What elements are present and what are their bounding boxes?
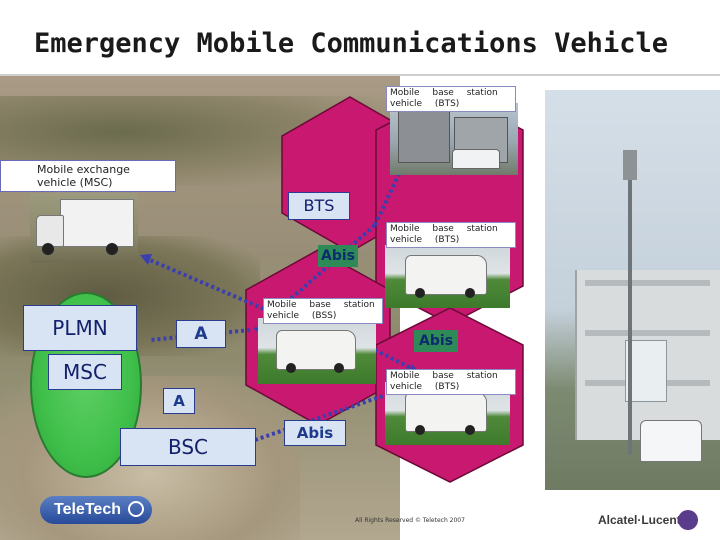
copyright-note: All Rights Reserved © Teletech 2007 bbox=[355, 517, 465, 524]
teletech-text: TeleTech bbox=[54, 499, 124, 521]
bts-mid-label: Mobile base station vehicle (BTS) bbox=[386, 222, 516, 248]
bts-node: BTS bbox=[288, 192, 350, 220]
msc-truck-photo bbox=[30, 193, 138, 263]
bss-vehicle-photo bbox=[258, 318, 376, 384]
alcatel-lucent-text: Alcatel·Lucent bbox=[598, 513, 681, 527]
teletech-emblem-icon bbox=[128, 501, 144, 517]
a-interface-left: A bbox=[163, 388, 195, 414]
abis-interface-bottom: Abis bbox=[284, 420, 346, 446]
teletech-logo: TeleTech bbox=[40, 490, 152, 528]
bts-top-label: Mobile base station vehicle (BTS) bbox=[386, 86, 516, 112]
bts-building-photo bbox=[390, 103, 518, 175]
a-interface-right: A bbox=[176, 320, 226, 348]
bsc-node: BSC bbox=[120, 428, 256, 466]
msc-vehicle-label: Mobile exchange vehicle (MSC) bbox=[0, 160, 176, 192]
abis-interface-right: Abis bbox=[414, 330, 458, 352]
bss-label: Mobile base station vehicle (BSS) bbox=[263, 298, 383, 324]
bts-low-label: Mobile base station vehicle (BTS) bbox=[386, 369, 516, 395]
bts-vehicle-photo-mid bbox=[385, 245, 510, 308]
msc-node: MSC bbox=[48, 354, 122, 390]
alcatel-lucent-logo: Alcatel·Lucent bbox=[598, 510, 716, 532]
arrowhead-msc bbox=[140, 254, 152, 265]
abis-interface-top: Abis bbox=[318, 245, 358, 267]
plmn-node: PLMN bbox=[23, 305, 137, 351]
alcatel-lucent-emblem-icon bbox=[678, 510, 698, 530]
